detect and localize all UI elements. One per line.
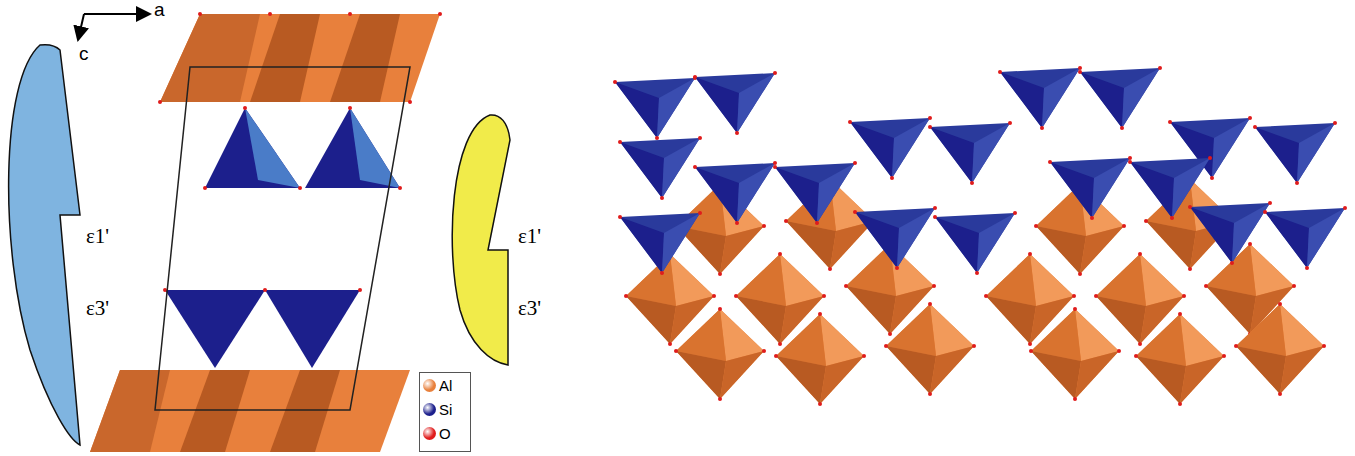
legend-row: Al xyxy=(420,373,470,397)
legend-swatch xyxy=(423,379,436,392)
legend-swatch xyxy=(423,403,436,416)
strain-label: ε3' xyxy=(86,298,109,319)
strain-label: ε1' xyxy=(518,226,541,247)
strain-label: ε3' xyxy=(518,298,541,319)
legend-row: Si xyxy=(420,397,470,421)
axis-label: a xyxy=(154,0,165,19)
axis-label: c xyxy=(79,44,89,63)
legend-swatch xyxy=(423,427,436,440)
legend-text: Al xyxy=(439,377,452,394)
legend-row: O xyxy=(420,421,470,445)
legend-text: Si xyxy=(439,401,452,418)
legend-text: O xyxy=(439,425,451,442)
strain-label: ε1' xyxy=(86,226,109,247)
legend-box: AlSiO xyxy=(419,372,471,452)
